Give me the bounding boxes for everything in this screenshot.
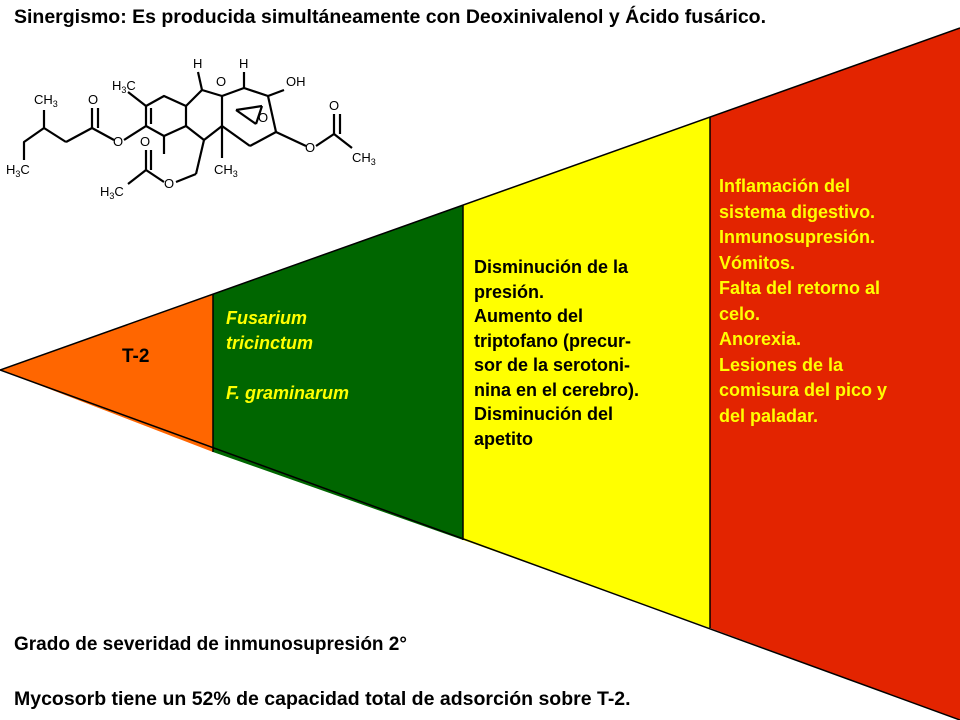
svg-text:CH3: CH3 bbox=[352, 150, 376, 167]
svg-text:H: H bbox=[193, 56, 202, 71]
segment-label-effects-moderate: Disminución de la presión. Aumento del t… bbox=[474, 257, 640, 449]
funnel-segment-red bbox=[710, 28, 960, 720]
svg-text:O: O bbox=[140, 134, 150, 149]
svg-text:O: O bbox=[305, 140, 315, 155]
svg-text:OH: OH bbox=[286, 74, 306, 89]
svg-text:H3C: H3C bbox=[100, 184, 124, 201]
segment-label-species: Fusarium tricinctum F. graminarum bbox=[226, 308, 350, 403]
severity-grade-text: Grado de severidad de inmunosupresión 2° bbox=[14, 634, 407, 655]
slide-title: Sinergismo: Es producida simultáneamente… bbox=[14, 6, 767, 28]
mycosorb-adsorption-text: Mycosorb tiene un 52% de capacidad total… bbox=[14, 688, 631, 710]
svg-text:O: O bbox=[329, 98, 339, 113]
funnel-outline bbox=[0, 27, 960, 371]
funnel-segment-t2 bbox=[0, 294, 213, 452]
svg-text:O: O bbox=[113, 134, 123, 149]
funnel-segment-yellow bbox=[463, 117, 710, 628]
svg-text:H3C: H3C bbox=[6, 162, 30, 179]
t2-toxin-structure-image: CH3 H3C O O H3C H O H OH O O O CH3 CH3 O… bbox=[6, 56, 376, 201]
funnel-outline bbox=[0, 369, 960, 720]
svg-text:O: O bbox=[258, 110, 268, 125]
segment-label-effects-severe: Inflamación del sistema digestivo. Inmun… bbox=[719, 176, 888, 426]
svg-text:O: O bbox=[88, 92, 98, 107]
svg-text:H3C: H3C bbox=[112, 78, 136, 95]
funnel-segment-species bbox=[213, 205, 463, 540]
svg-text:O: O bbox=[164, 176, 174, 191]
svg-text:O: O bbox=[216, 74, 226, 89]
svg-text:CH3: CH3 bbox=[214, 162, 238, 179]
segment-label-t2: T-2 bbox=[122, 346, 150, 367]
svg-text:H: H bbox=[239, 56, 248, 71]
svg-text:CH3: CH3 bbox=[34, 92, 58, 109]
